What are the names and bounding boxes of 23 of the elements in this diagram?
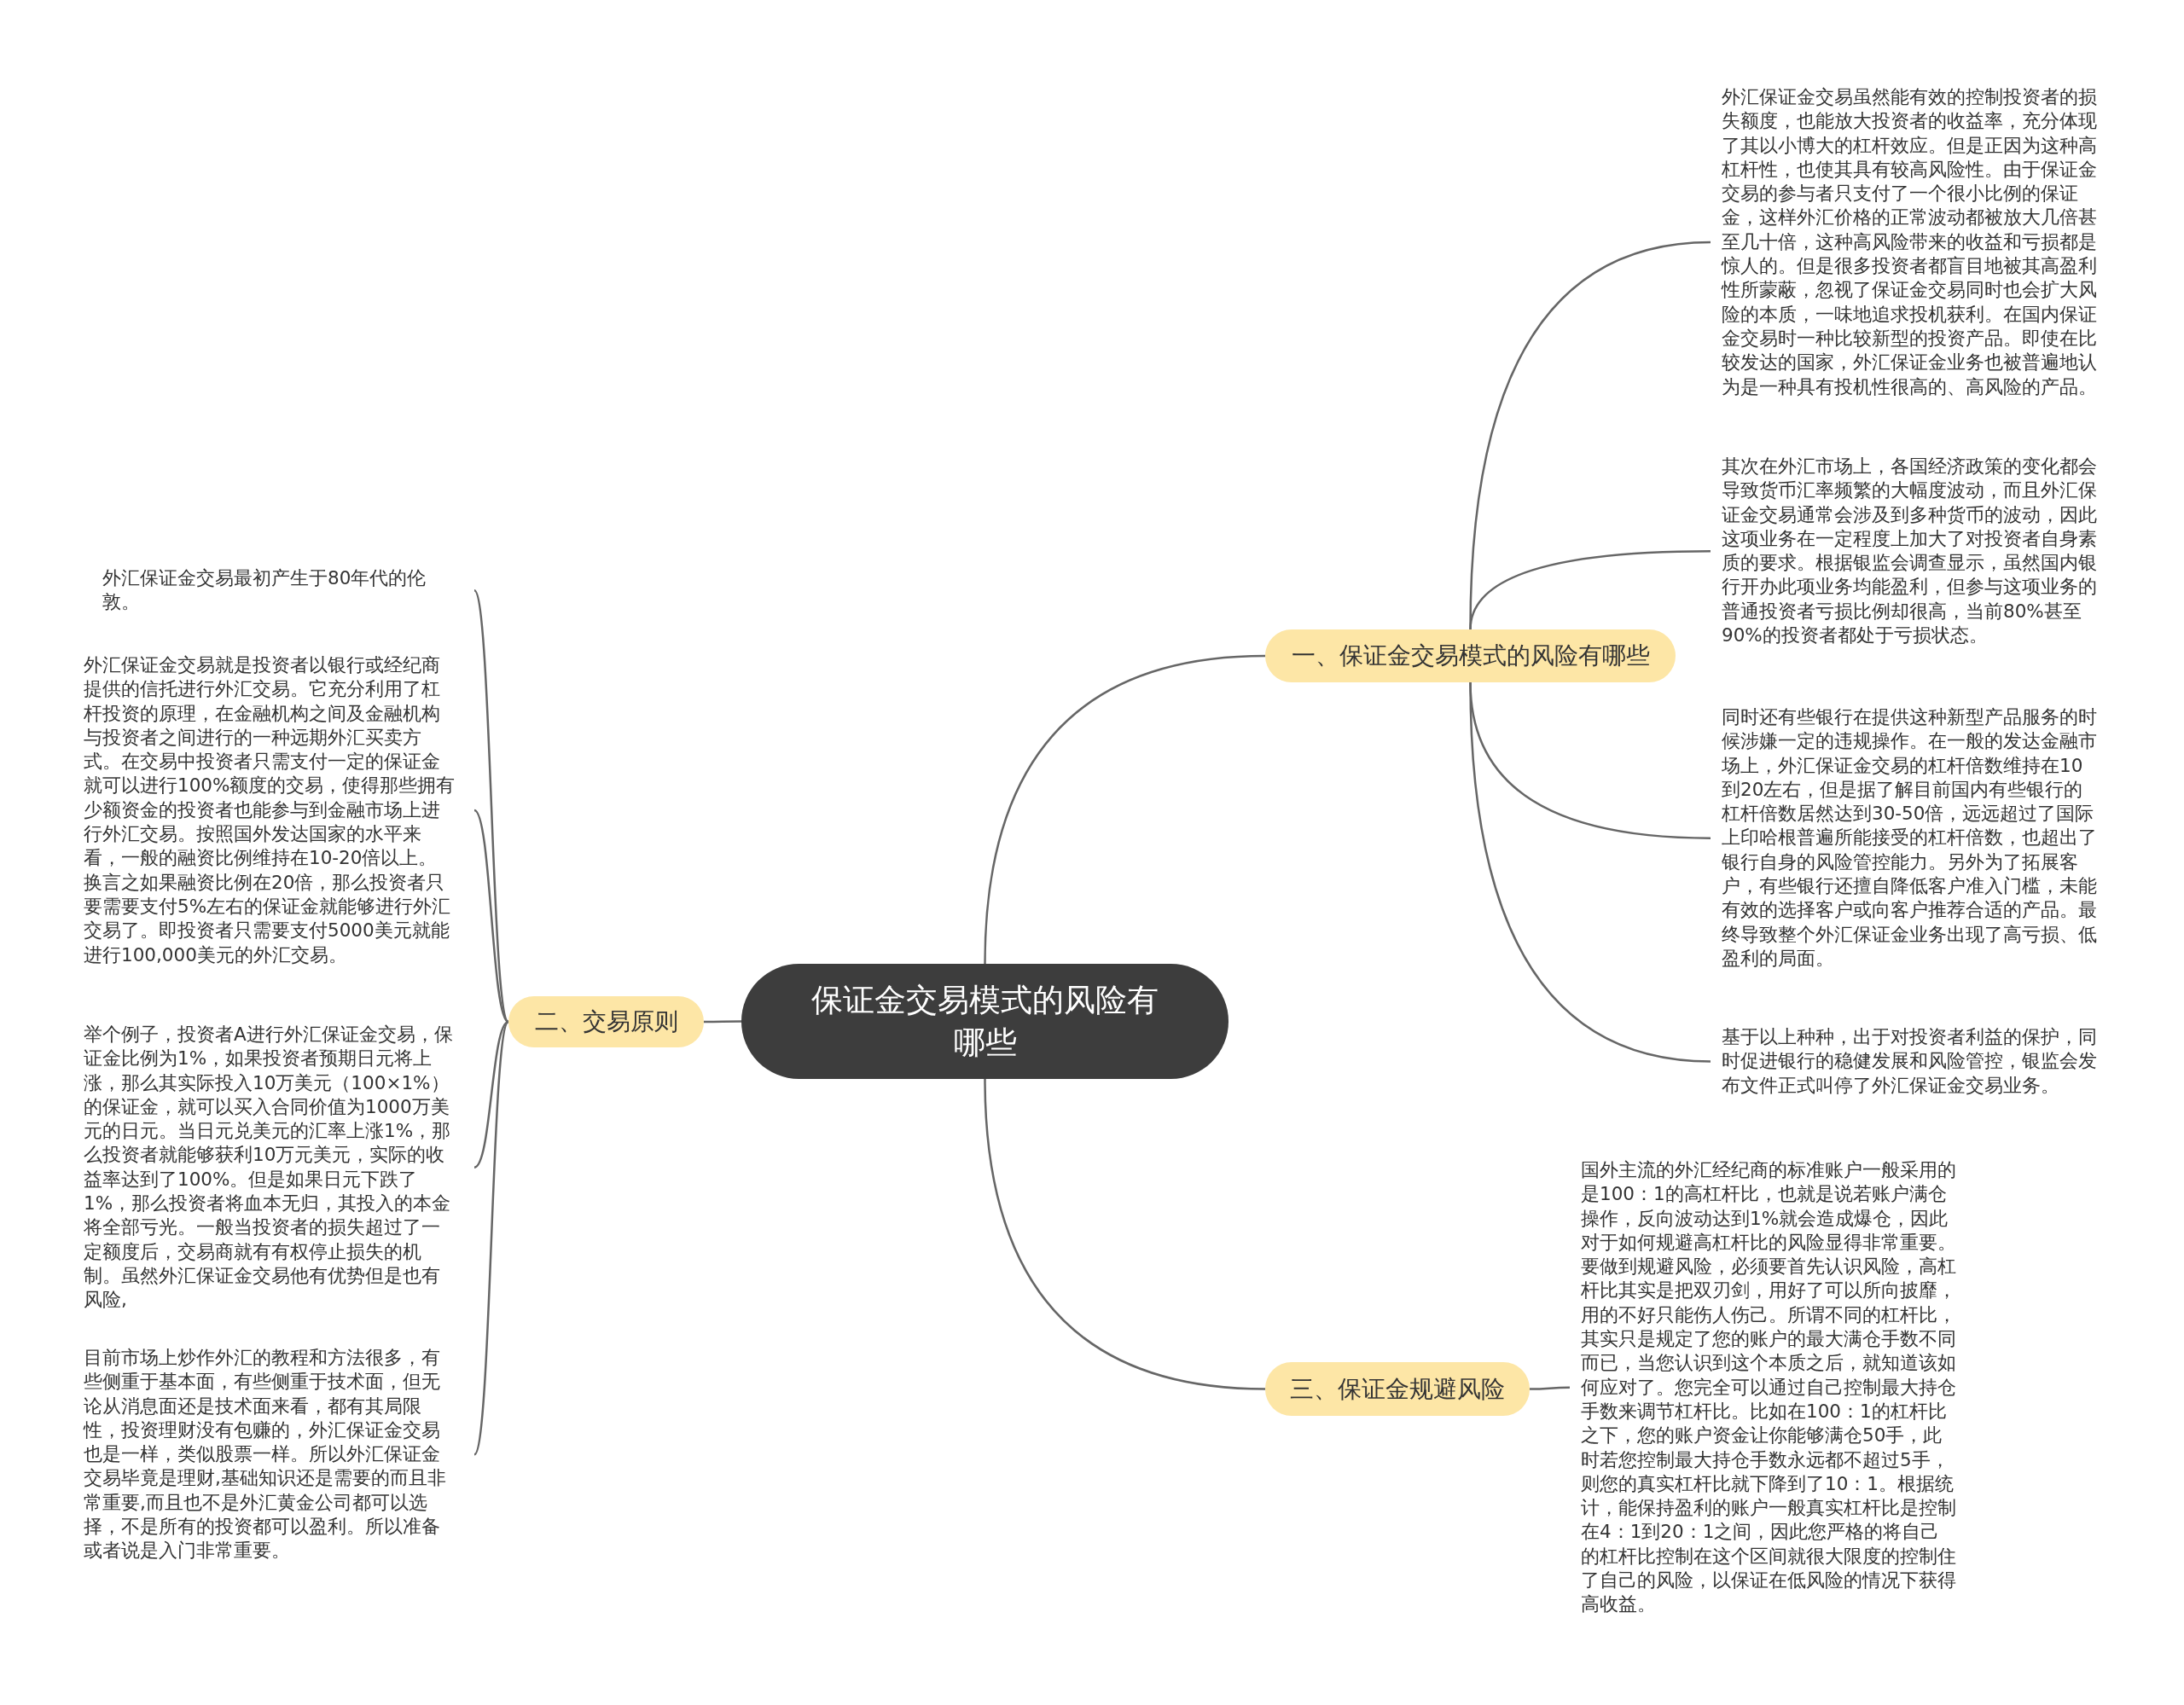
connector-line — [1469, 549, 1711, 630]
paragraph: 其次在外汇市场上，各国经济政策的变化都会导致货币汇率频繁的大幅度波动，而且外汇保证金交易通常会涉及到多种货币的波动，因此这项业务在一定程度上加大了对投资者自身素质的要求。根据银监会调查显示，虽然国内银行开办此项业务均能盈利，但参与这项业务的普通投资者亏损比例却很高，当前80%甚至90%的投资者都处于亏损状态。 — [1711, 455, 2099, 648]
topic-box: 一、保证金交易模式的风险有哪些 — [1265, 629, 1676, 682]
connector-line — [984, 1078, 1266, 1390]
connector-line — [473, 1021, 509, 1169]
connector-line — [473, 809, 509, 1023]
connector-line — [984, 654, 1266, 965]
connector-line — [473, 589, 510, 1023]
connector-line — [473, 1021, 510, 1455]
paragraph: 国外主流的外汇经纪商的标准账户一般采用的是100：1的高杠杆比，也就是说若账户满仓操作，反向波动达到1%就会造成爆仓，因此对于如何规避高杠杆比的风险显得非常重要。要做到规避风险，必须要首先认识风险，高杠杆比其实是把双刃剑，用好了可以所向披靡，用的不好只能伤人伤己。所谓不同的杠杆比，其实只是规定了您的账户的最大满仓手数不同而已，当您认识到这个本质之后，就知道该如何应对了。您完全可以通过自己控制最大持仓手数来调节杠杆比。比如在100：1的杠杆比之下，您的账户资金让你能够满仓50手，此时若您控制最大持仓手数永远都不超过5手，则您的真实杠杆比就下降到了10：1。根据统计，能保持盈利的账户一般真实杠杆比是控制在4：1到20：1之间，因此您严格的将自己的杠杆比控制在这个区间就很大限度的控制住了自己的风险，以保证在低风险的情况下获得高收益。 — [1570, 1158, 1958, 1617]
topic-box: 二、交易原则 — [508, 996, 704, 1047]
topic-box: 三、保证金规避风险 — [1265, 1362, 1530, 1416]
paragraph: 外汇保证金交易最初产生于80年代的伦敦。 — [84, 566, 474, 615]
paragraph: 外汇保证金交易虽然能有效的控制投资者的损失额度，也能放大投资者的收益率，充分体现了其以小博大的杠杆效应。但是正因为这种高杠杆性，也使其具有较高风险性。由于保证金交易的参与者只支付了一个很小比例的保证金，这样外汇价格的正常波动都被放大几倍甚至几十倍，这种高风险带来的收益和亏损都是惊人的。但是很多投资者都盲目地被其高盈利性所蒙蔽，忽视了保证金交易同时也会扩大风险的本质，一味地追求投机获利。在国内保证金交易时一种比较新型的投资产品。即使在比较发达的国家，外汇保证金业务也被普遍地认为是一种具有投机性很高的、高风险的产品。 — [1711, 85, 2099, 399]
paragraph: 基于以上种种，出于对投资者利益的保护，同时促进银行的稳健发展和风险管控，银监会发布文件正式叫停了外汇保证金交易业务。 — [1711, 1025, 2099, 1098]
connector-line — [1530, 1386, 1570, 1390]
paragraph: 外汇保证金交易就是投资者以银行或经纪商提供的信托进行外汇交易。它充分利用了杠杆投资的原理，在金融机构之间及金融机构与投资者之间进行的一种远期外汇买卖方式。在交易中投资者只需支付一定的保证金就可以进行100%额度的交易，使得那些拥有少额资金的投资者也能参与到金融市场上进行外汇交易。按照国外发达国家的水平来看，一般的融资比例维持在10-20倍以上。换言之如果融资比例在20倍，那么投资者只要需要支付5%左右的保证金就能够进行外汇交易了。即投资者只需要支付5000美元就能进行100,000美元的外汇交易。 — [84, 653, 474, 967]
connector-line — [704, 1020, 741, 1024]
connector-line — [1469, 681, 1711, 1063]
paragraph: 举个例子，投资者A进行外汇保证金交易，保证金比例为1%，如果投资者预期日元将上涨，那么其实际投入10万美元（100×1%）的保证金，就可以买入合同价值为1000万美元的日元。当日元兑美元的汇率上涨1%，那么投资者就能够获利10万元美元，实际的收益率达到了100%。但是如果日元下跌了1%，那么投资者将血本无归，其投入的本金将全部亏光。一般当投资者的损失超过了一定额度后，交易商就有有权停止损失的机制。虽然外汇保证金交易他有优势但是也有风险, — [84, 1023, 474, 1313]
paragraph: 同时还有些银行在提供这种新型产品服务的时候涉嫌一定的违规操作。在一般的发达金融市场上，外汇保证金交易的杠杆倍数维持在10到20左右，但是据了解目前国内有些银行的杠杆倍数居然达到30-50倍，远远超过了国际上印哈根普遍所能接受的杠杆倍数，也超出了银行自身的风险管控能力。另外为了拓展客户，有些银行还擅自降低客户准入门槛，未能有效的选择客户或向客户推荐合适的产品。最终导致整个外汇保证金业务出现了高亏损、低盈利的局面。 — [1711, 705, 2099, 971]
central-topic-box: 保证金交易模式的风险有哪些 — [741, 964, 1228, 1079]
paragraph: 目前市场上炒作外汇的教程和方法很多，有些侧重于基本面，有些侧重于技术面，但无论从消息面还是技术面来看，都有其局限性，投资理财没有包赚的，外汇保证金交易也是一样，类似股票一样。所以外汇保证金交易毕竟是理财,基础知识还是需要的而且非常重要,而且也不是外汇黄金公司都可以选择，不是所有的投资都可以盈利。所以准备或者说是入门非常重要。 — [84, 1346, 474, 1563]
